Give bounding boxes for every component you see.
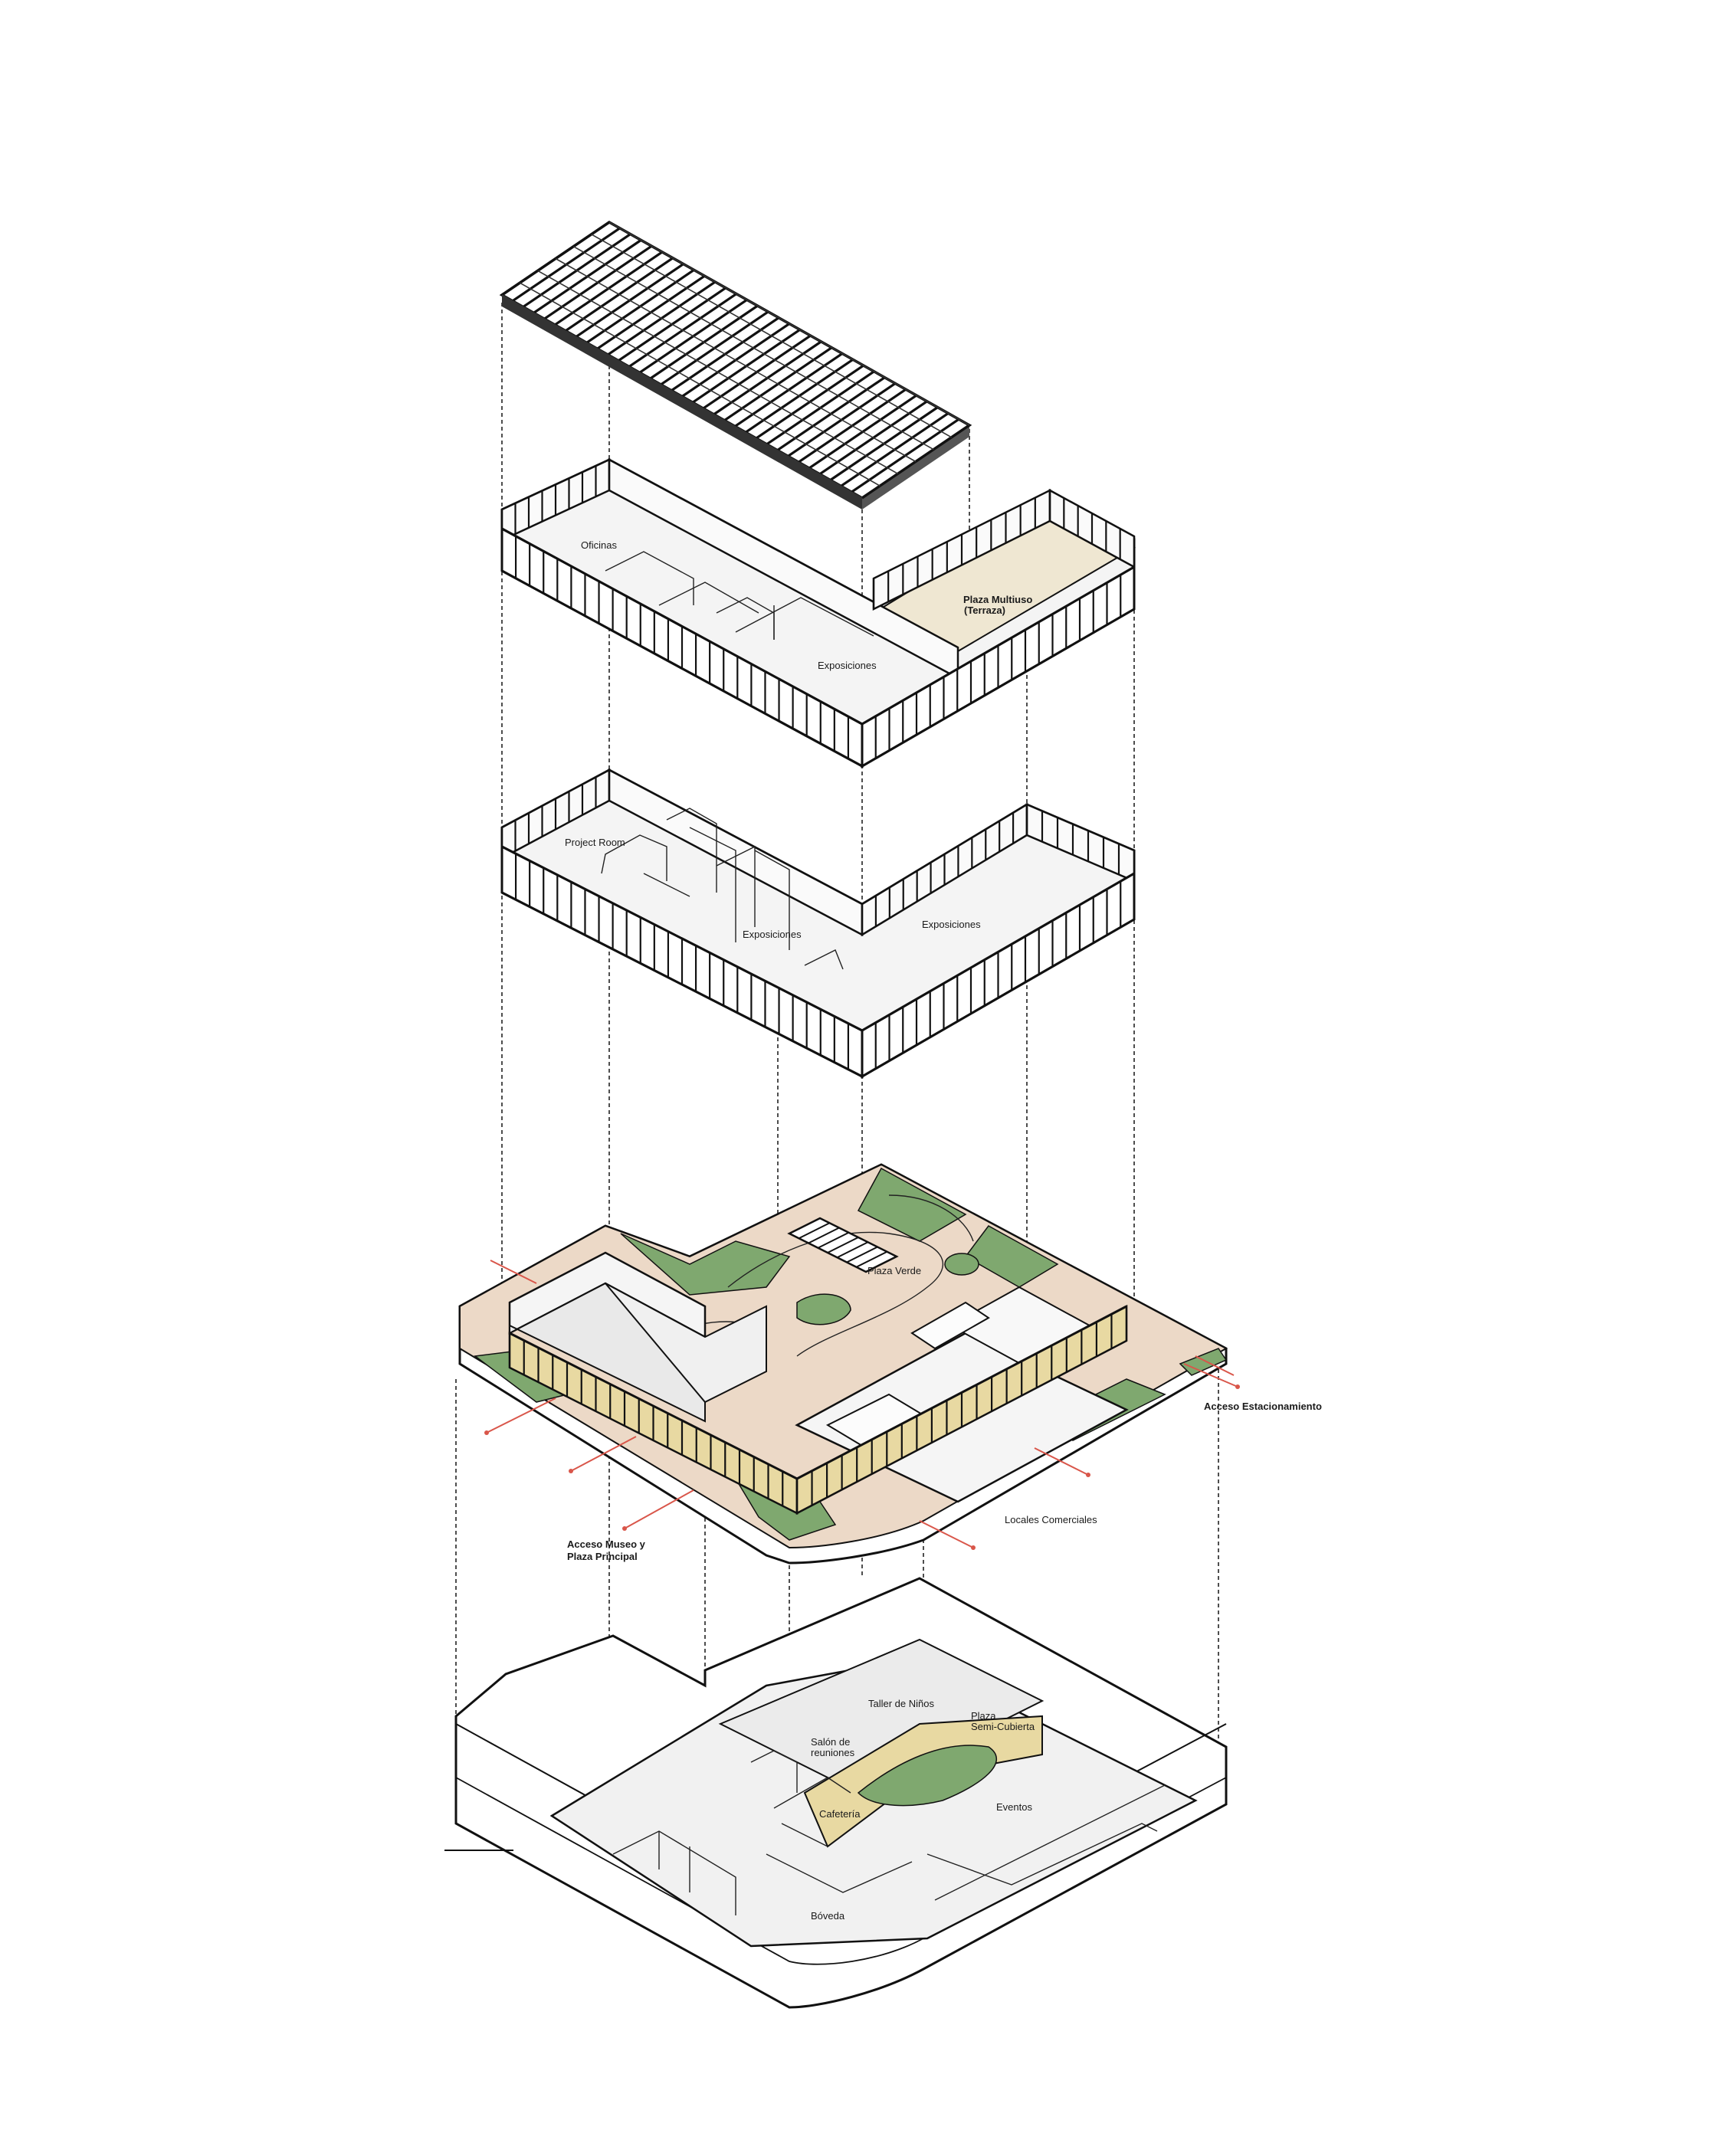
structural-line [865,1256,897,1273]
label-plaza-verde: Plaza Verde [867,1265,921,1276]
structural-line [856,1250,887,1268]
pergola-beams [501,221,970,500]
structural-line [808,1227,840,1244]
structural-line [501,294,863,499]
ground-level [458,1163,1240,1565]
structural-line [846,1246,878,1263]
structural-line [818,1231,849,1249]
level-1 [500,768,1136,1079]
roof-pergola [499,220,972,510]
label-project-room: Project Room [565,837,625,848]
access-arrows [484,1260,1240,1550]
structural-line [519,282,881,487]
ground-level-mullions [508,1306,1128,1513]
label-locales-comerciales: Locales Comerciales [1005,1514,1097,1525]
label-exposiciones-l2: Exposiciones [818,660,877,671]
structural-line [572,245,934,451]
label-exposiciones-l1b: Exposiciones [922,919,981,930]
label-plaza-multiuso-terraza: (Terraza) [964,605,1005,616]
level-1-mullions [500,770,1136,1076]
structural-line [837,1241,868,1259]
label-acceso-museo: Acceso Museo y [567,1538,646,1550]
label-boveda: Bóveda [811,1910,845,1922]
structural-line [789,1217,821,1234]
label-oficinas: Oficinas [581,539,617,551]
level-2 [500,457,1136,768]
label-exposiciones-l1a: Exposiciones [743,929,802,940]
structural-line [555,257,917,463]
structural-line [799,1222,830,1240]
label-eventos: Eventos [996,1801,1032,1813]
label-plaza-principal: Plaza Principal [567,1551,638,1562]
room-labels: Oficinas Plaza Multiuso (Terraza) Exposi… [565,539,1322,1922]
label-taller-ninos: Taller de Niños [868,1698,934,1709]
label-acceso-estacionamiento: Acceso Estacionamiento [1204,1401,1322,1412]
label-cafeteria: Cafetería [819,1808,861,1820]
label-salon: Salón de [811,1736,850,1748]
label-plaza-semi-cubierta: Semi-Cubierta [971,1721,1035,1732]
label-plaza-multiuso: Plaza Multiuso [963,594,1032,605]
structural-line [608,221,970,426]
label-salon-reuniones: reuniones [811,1747,855,1758]
level-2-mullions [500,460,1136,766]
label-plaza-semi: Plaza [971,1710,996,1722]
structural-line [591,234,953,438]
structural-line [827,1237,859,1253]
structural-line [537,270,899,475]
basement-level [444,1577,1228,2009]
